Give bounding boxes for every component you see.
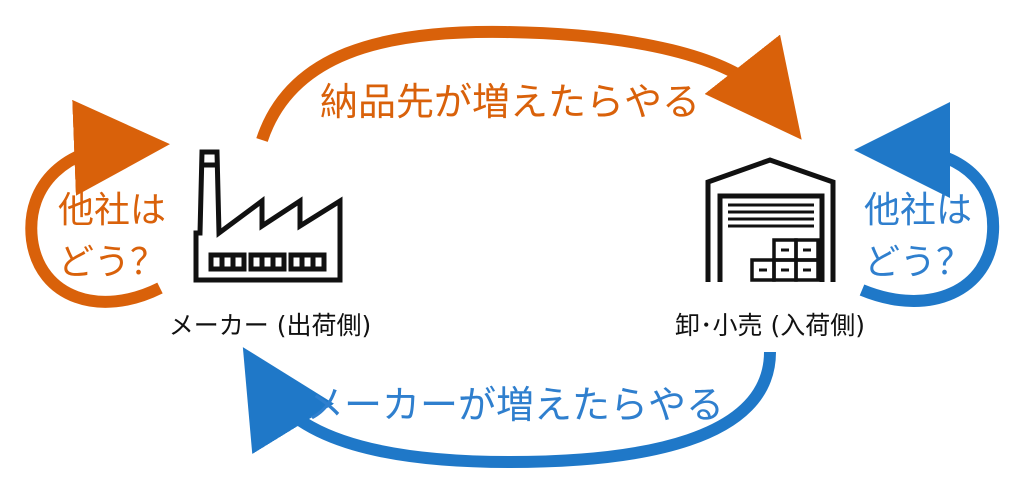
right-loop-line1: 他社は — [864, 190, 972, 231]
top-arrow — [256, 25, 802, 142]
right-node-label: 卸･小売 (入荷側) — [675, 311, 865, 340]
left-node-label: メーカー (出荷側) — [169, 311, 371, 340]
left-loop-line1: 他社は — [58, 190, 166, 231]
warehouse-icon — [705, 157, 836, 282]
bottom-arrow-label: メーカーが増えたらやる — [306, 383, 724, 427]
right-loop-arrow — [854, 102, 1000, 307]
top-arrow-label: 納品先が増えたらやる — [320, 80, 700, 124]
factory-icon — [193, 149, 343, 283]
bottom-arrow — [242, 347, 776, 469]
left-loop-arrow — [25, 99, 170, 308]
left-loop-line2: どう？ — [58, 242, 166, 283]
right-loop-line2: どう？ — [864, 242, 972, 283]
